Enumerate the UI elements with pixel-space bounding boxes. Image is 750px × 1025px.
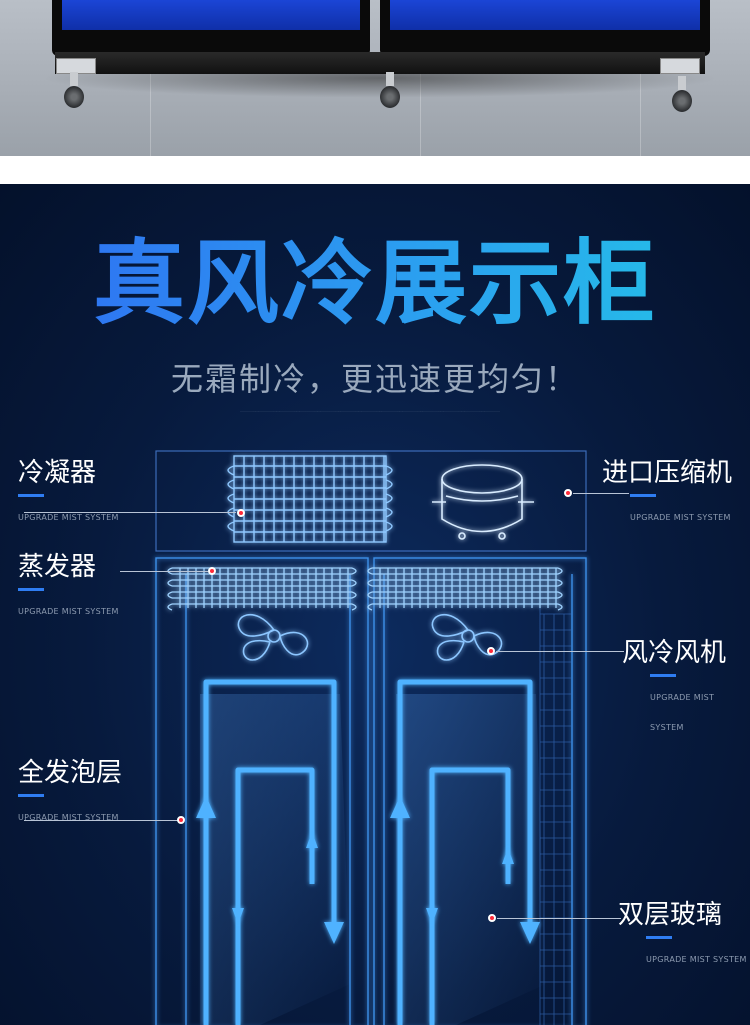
callout-label: 全发泡层 — [18, 758, 123, 788]
callout-label: 风冷风机 — [622, 638, 727, 668]
cabinet-door-left — [52, 0, 370, 56]
callout-compressor: 进口压缩机 UPGRADE MIST SYSTEM — [602, 458, 732, 533]
callout-label: 蒸发器 — [18, 552, 97, 582]
compressor-icon — [432, 464, 534, 540]
airflow-arrow-icon — [196, 796, 540, 944]
caster-wheel-icon — [380, 72, 400, 110]
callout-label: 进口压缩机 — [602, 458, 733, 488]
callout-tag: UPGRADE MIST SYSTEM — [18, 513, 119, 522]
callout-tag: UPGRADE MIST SYSTEM — [18, 607, 119, 616]
headline: 真风冷展示柜 — [0, 234, 750, 334]
product-photo — [0, 0, 750, 156]
callout-label: 双层玻璃 — [618, 900, 723, 930]
callout-underline — [650, 674, 676, 677]
leader-line — [496, 651, 624, 652]
callout-dot — [237, 509, 245, 517]
leader-line — [573, 493, 629, 494]
light-beam — [200, 694, 350, 1025]
condenser-coil-icon — [227, 455, 393, 543]
callout-double-glass: 双层玻璃 UPGRADE MIST SYSTEM — [618, 900, 747, 975]
callout-tag: UPGRADE MIST SYSTEM — [630, 513, 731, 522]
feature-panel: 真风冷展示柜 无霜制冷，更迅速更均匀！ ....................… — [0, 184, 750, 1025]
callout-dot — [488, 914, 496, 922]
callout-underline — [18, 494, 44, 497]
callout-underline — [646, 936, 672, 939]
cabinet-wireframe-diagram — [155, 450, 587, 1025]
callout-fan: 风冷风机 UPGRADE MIST SYSTEM — [622, 638, 750, 743]
callout-underline — [18, 588, 44, 591]
callout-condenser: 冷凝器 UPGRADE MIST SYSTEM — [18, 458, 119, 533]
hinge-right — [660, 58, 700, 74]
leader-line — [120, 571, 208, 572]
subtitle: 无霜制冷，更迅速更均匀！ — [170, 360, 579, 398]
leader-line — [24, 512, 236, 513]
callout-tag: UPGRADE MIST SYSTEM — [646, 955, 747, 964]
airflow-arrow-icon — [203, 679, 533, 1025]
callout-underline — [18, 794, 44, 797]
callout-foam-layer: 全发泡层 UPGRADE MIST SYSTEM — [18, 758, 122, 833]
fine-print-decoration: ........................................… — [240, 409, 500, 413]
callout-dot — [208, 567, 216, 575]
callout-tag: UPGRADE MIST SYSTEM — [18, 813, 119, 822]
leader-line — [24, 820, 178, 821]
side-wall-grid — [539, 584, 572, 1025]
callout-dot — [487, 647, 495, 655]
fan-icon — [431, 613, 503, 661]
leader-line — [497, 918, 621, 919]
callout-label: 冷凝器 — [18, 458, 97, 488]
section-gap — [0, 156, 750, 184]
machine-compartment — [155, 450, 587, 552]
fan-icon — [237, 613, 309, 661]
callout-dot — [177, 816, 185, 824]
caster-wheel-icon — [672, 76, 692, 114]
light-beam — [396, 694, 546, 1025]
evaporator-coil-icon — [167, 567, 563, 611]
callout-evaporator: 蒸发器 UPGRADE MIST SYSTEM — [18, 552, 119, 627]
cabinet-base — [55, 52, 705, 74]
callout-underline — [630, 494, 656, 497]
cabinet-door-right — [380, 0, 710, 56]
caster-wheel-icon — [64, 72, 84, 110]
callout-tag: UPGRADE MIST SYSTEM — [650, 693, 715, 732]
callout-dot — [564, 489, 572, 497]
